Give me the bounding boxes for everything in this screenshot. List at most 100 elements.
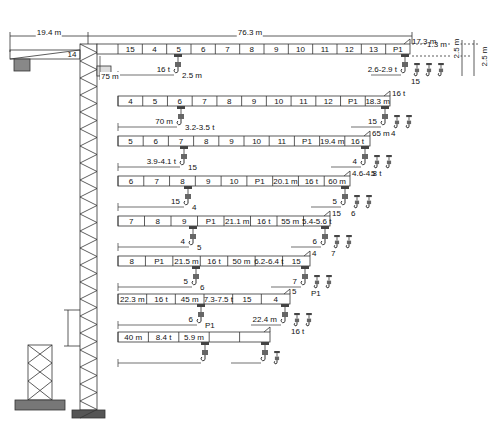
section-joint [272, 176, 273, 186]
hook [184, 199, 188, 205]
section-joint [169, 176, 170, 186]
hook [354, 204, 357, 208]
section-number: 18.3 m [365, 97, 389, 106]
section-joint [324, 176, 325, 186]
jib-tip [284, 289, 290, 294]
section-number: 11 [299, 97, 307, 106]
trolley [197, 304, 205, 307]
section-joint [298, 176, 299, 186]
mast-brace [80, 333, 97, 350]
hoist-rope [325, 229, 326, 234]
trolley [426, 63, 432, 65]
trolley [361, 146, 369, 149]
dimension-tick [88, 32, 89, 44]
section-joint [118, 96, 119, 106]
hoist-rope [184, 149, 185, 154]
load-label: P1 [311, 289, 321, 298]
radius-tick [118, 243, 119, 251]
radius-label: 7 [293, 277, 297, 286]
counter-jib-brace [10, 50, 80, 59]
dimension-label: 75 m [100, 72, 120, 81]
section-joint [192, 96, 193, 106]
hook-block [375, 161, 379, 165]
hook-block [439, 69, 443, 73]
counter-weight [14, 59, 30, 71]
section-number: 10 [252, 137, 261, 146]
section-joint [172, 256, 173, 266]
tip-label: 4 [312, 249, 316, 258]
hook-block [322, 234, 328, 239]
hoist-rope [337, 237, 338, 241]
mast-brace [80, 231, 97, 248]
section-number: 6 [129, 177, 133, 186]
trolley [301, 266, 309, 269]
section-number: P1 [206, 217, 216, 226]
section-number: 4 [273, 295, 277, 304]
section-number: 8.4 t [156, 333, 172, 342]
section-number: 12 [345, 45, 354, 54]
dimension-label: 2.5 m [452, 37, 461, 59]
trolley [201, 342, 209, 345]
hook [394, 124, 397, 128]
radius-line [271, 287, 301, 288]
section-number: 5 [177, 45, 181, 54]
hoist-rope [201, 307, 202, 312]
hook [401, 67, 405, 73]
section-number: 9 [206, 177, 210, 186]
load-label: 6 [200, 283, 204, 292]
section-number: 20.1 m [273, 177, 297, 186]
hook [201, 355, 205, 361]
hook-block [335, 241, 339, 245]
hook-block [415, 69, 419, 73]
section-number: 8 [156, 217, 160, 226]
hoist-rope [357, 197, 358, 201]
load-label: 3.2-3.5 t [185, 123, 214, 132]
hook [361, 159, 365, 165]
load-label: 4 [192, 203, 196, 212]
jib-tip [264, 327, 270, 332]
mast-lattice [28, 345, 52, 400]
extension-line [412, 56, 470, 57]
hook-block [275, 357, 279, 361]
jib [118, 294, 290, 304]
radius-line [291, 247, 321, 248]
mast-brace [80, 214, 97, 231]
section-number: 15 [243, 295, 252, 304]
hoist-rope [329, 277, 330, 281]
dimension-label: 19.4 m [36, 28, 62, 37]
tip-label: 17.3 m [412, 37, 436, 46]
mast-brace [80, 367, 97, 384]
mast-brace [80, 265, 97, 282]
jib [118, 136, 370, 146]
section-joint [315, 96, 316, 106]
base-ballast [15, 400, 65, 410]
load-label: 6 [351, 209, 355, 218]
section-joint [197, 216, 198, 226]
section-joint [218, 136, 219, 146]
radius-tick [118, 123, 119, 131]
section-joint [167, 96, 168, 106]
section-joint [261, 294, 262, 304]
hoist-rope [369, 197, 370, 201]
hook-block [387, 161, 391, 165]
section-number: P1 [255, 177, 265, 186]
hook-block [407, 121, 411, 125]
section-number: 15 [292, 257, 301, 266]
section-number: 10 [296, 45, 305, 54]
mast-brace [80, 282, 97, 299]
hook [321, 239, 325, 245]
hook-block [262, 350, 268, 355]
hook [381, 119, 385, 125]
section-number: 10 [274, 97, 283, 106]
dimension-line [462, 40, 463, 76]
section-joint [291, 96, 292, 106]
mast-brace [80, 95, 97, 112]
hook-block [327, 281, 331, 285]
section-number: 21.1 m [225, 217, 249, 226]
section-number: 4 [152, 45, 156, 54]
section-number: 4 [128, 97, 132, 106]
section-number: 55 m [281, 217, 299, 226]
radius-line [118, 127, 177, 128]
hook-block [178, 114, 184, 119]
